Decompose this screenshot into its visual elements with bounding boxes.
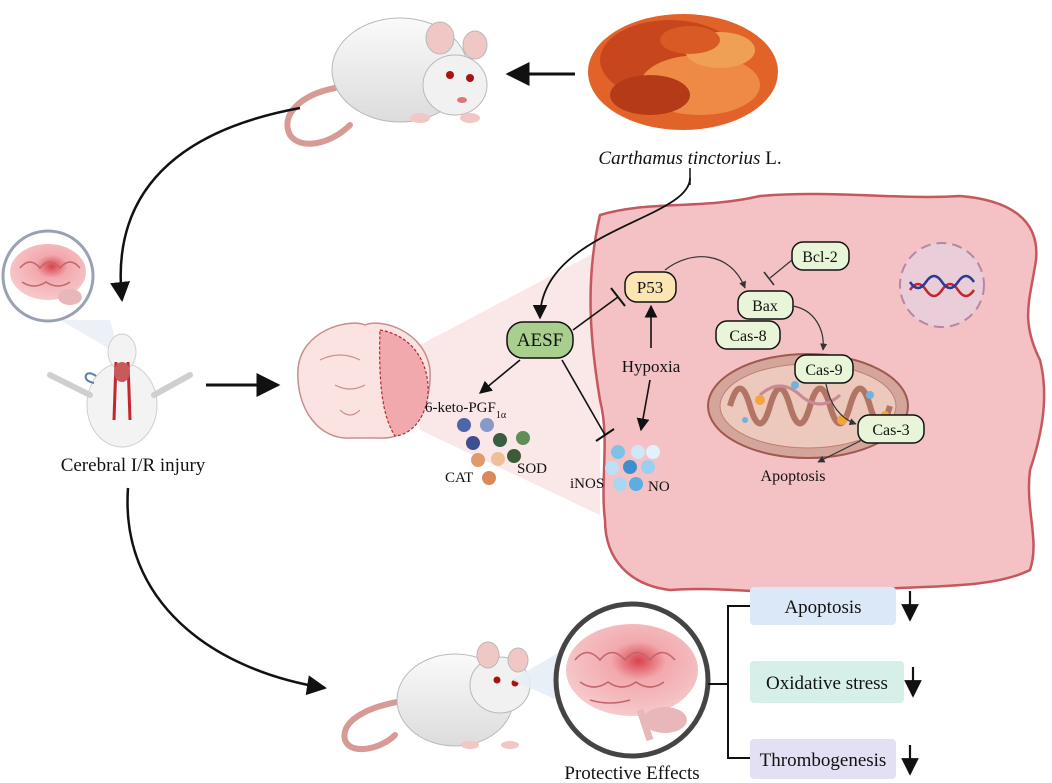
- inhibit-aesf-to-inos: [561, 359, 606, 436]
- svg-text:AESF: AESF: [517, 330, 563, 351]
- aesf-node: AESF: [506, 321, 574, 359]
- inhibit-bcl2-to-bax: [769, 259, 793, 279]
- arrow-rat-to-model: [110, 106, 301, 302]
- protective-brain-icon: [553, 601, 711, 759]
- surgery-rat-icon: [47, 333, 193, 448]
- bcl2-node: Bcl-2: [791, 241, 850, 271]
- cas9-node: Cas-9: [794, 354, 854, 384]
- nucleus-dna-icon: [899, 242, 985, 328]
- p53-node: P53: [624, 271, 677, 303]
- svg-text:Cas-8: Cas-8: [729, 328, 766, 345]
- arrow-hypoxia-to-no: [636, 379, 651, 432]
- arrow-cas9-to-cas3: [825, 383, 857, 426]
- rat-top-icon: [284, 17, 488, 147]
- no-label: NO: [648, 479, 670, 495]
- protective-label: Protective Effects: [564, 763, 699, 783]
- effect-label: Oxidative stress: [766, 673, 888, 694]
- effect-label: Apoptosis: [784, 597, 861, 618]
- cell-apoptosis-label: Apoptosis: [761, 468, 826, 485]
- effect-apoptosis: Apoptosis: [750, 587, 919, 625]
- svg-text:Cas-9: Cas-9: [805, 362, 842, 379]
- safflower-herb-icon: [588, 14, 778, 130]
- bax-node: Bax: [737, 290, 794, 320]
- effect-box: [750, 587, 896, 625]
- molecule-cluster-no: [605, 445, 660, 491]
- molecule-cluster-pgf: [457, 418, 530, 485]
- inhibit-bar-p53: [610, 287, 626, 307]
- svg-text:P53: P53: [637, 278, 663, 297]
- svg-text:Bcl-2: Bcl-2: [802, 249, 838, 266]
- treated-rat-icon: [341, 641, 531, 753]
- cas3-node: Cas-3: [857, 414, 925, 444]
- hypoxia-label: Hypoxia: [622, 357, 681, 376]
- zoom-beam: [420, 250, 600, 515]
- effects-bracket: [708, 605, 750, 759]
- inhibit-aesf-to-p53: [572, 296, 619, 331]
- svg-text:Cas-3: Cas-3: [872, 422, 909, 439]
- svg-text:Bax: Bax: [752, 298, 778, 315]
- arrow-cas3-to-apoptosis: [817, 439, 863, 463]
- sod-label: SOD: [517, 461, 547, 477]
- injury-label: Cerebral I/R injury: [61, 455, 206, 476]
- arrow-aesf-to-pgf: [479, 359, 521, 394]
- inos-label: iNOS: [570, 476, 604, 492]
- inhibit-bar-bax: [763, 271, 775, 286]
- effects-group: Apoptosis Oxidative stress Thrombogenesi…: [750, 587, 922, 779]
- effect-thrombogenesis: Thrombogenesis: [750, 739, 919, 779]
- inhibit-bar-inos: [595, 428, 615, 442]
- effect-box: [750, 739, 896, 779]
- effect-oxidative-stress: Oxidative stress: [750, 661, 922, 703]
- keto-pgf-label: 6-keto-PGF1α: [425, 400, 507, 421]
- effect-box: [750, 661, 904, 703]
- brain-slice-icon: [297, 322, 431, 439]
- arrow-plant-to-aesf-curve: [532, 177, 691, 320]
- brain-inset-icon: [1, 229, 120, 355]
- plant-label: Carthamus tinctorius L.: [598, 148, 781, 169]
- cas8-node: Cas-8: [715, 320, 781, 350]
- arrow-bax-to-cas9: [792, 305, 828, 351]
- cat-label: CAT: [445, 470, 473, 486]
- arrow-p53-to-bax: [664, 256, 746, 289]
- arrow-model-to-treated: [126, 487, 327, 696]
- effect-label: Thrombogenesis: [760, 750, 887, 771]
